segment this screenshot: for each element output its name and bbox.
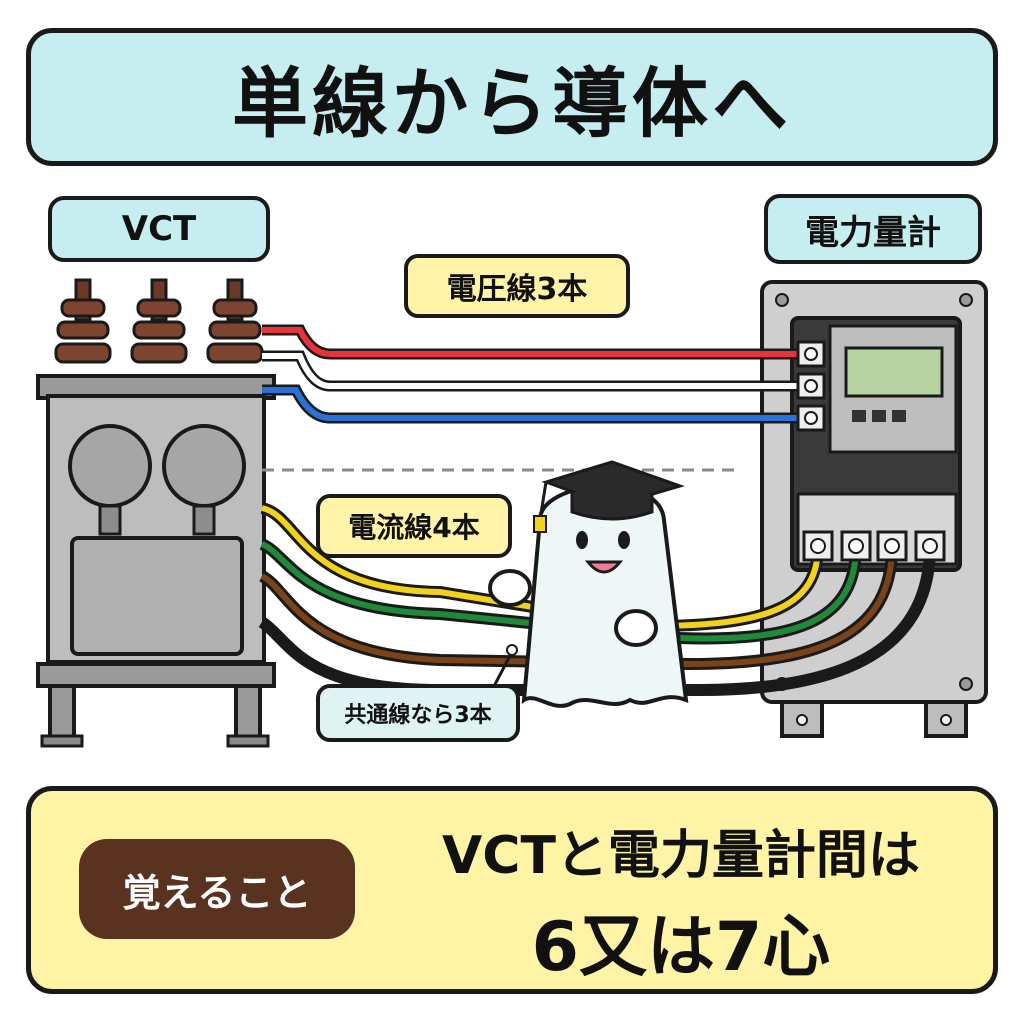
voltage-wire-red	[262, 324, 802, 360]
voltage-wires-tag: 電圧線3本	[404, 254, 630, 318]
summary-box: 覚えること VCTと電力量計間は 6又は7心	[26, 786, 998, 994]
vct-window-left	[68, 424, 152, 508]
bushing-left	[54, 278, 112, 364]
bushing-middle	[130, 278, 188, 364]
vct-window-right	[162, 424, 246, 508]
voltage-wire-red-core	[262, 327, 802, 357]
common-wire-note: 共通線なら3本	[316, 684, 520, 742]
summary-line-1: VCTと電力量計間は	[442, 826, 920, 886]
voltage-wires	[262, 324, 802, 424]
meter-label-text: 電力量計	[805, 212, 941, 253]
current-wires-tag: 電流線4本	[316, 494, 512, 558]
ghost-mascot	[488, 460, 689, 708]
vct-label: VCT	[48, 196, 270, 262]
meter-label: 電力量計	[764, 194, 982, 264]
memo-pill: 覚えること	[79, 839, 355, 939]
meter-display	[844, 346, 944, 398]
current-wires-text: 電流線4本	[348, 511, 480, 544]
voltage-terminals	[796, 340, 826, 432]
memo-label: 覚えること	[122, 870, 312, 915]
voltage-wire-blue-core	[262, 387, 802, 421]
common-wire-note-text: 共通線なら3本	[344, 703, 492, 728]
summary-line-2: 6又は7心	[531, 908, 831, 987]
note-pointer	[490, 651, 514, 691]
bushing-right	[206, 278, 264, 364]
voltage-wires-text: 電圧線3本	[446, 272, 588, 307]
current-terminals	[802, 530, 946, 562]
voltage-wire-blue	[262, 384, 802, 424]
voltage-wire-white	[262, 350, 802, 392]
voltage-wire-white-core	[262, 353, 802, 389]
vct-unit	[36, 278, 276, 748]
page-title: 単線から導体へ	[232, 59, 792, 148]
page-title-box: 単線から導体へ	[26, 28, 998, 166]
current-wire-brown	[260, 545, 895, 668]
vct-label-text: VCT	[121, 209, 197, 249]
current-wire-black	[260, 545, 933, 693]
